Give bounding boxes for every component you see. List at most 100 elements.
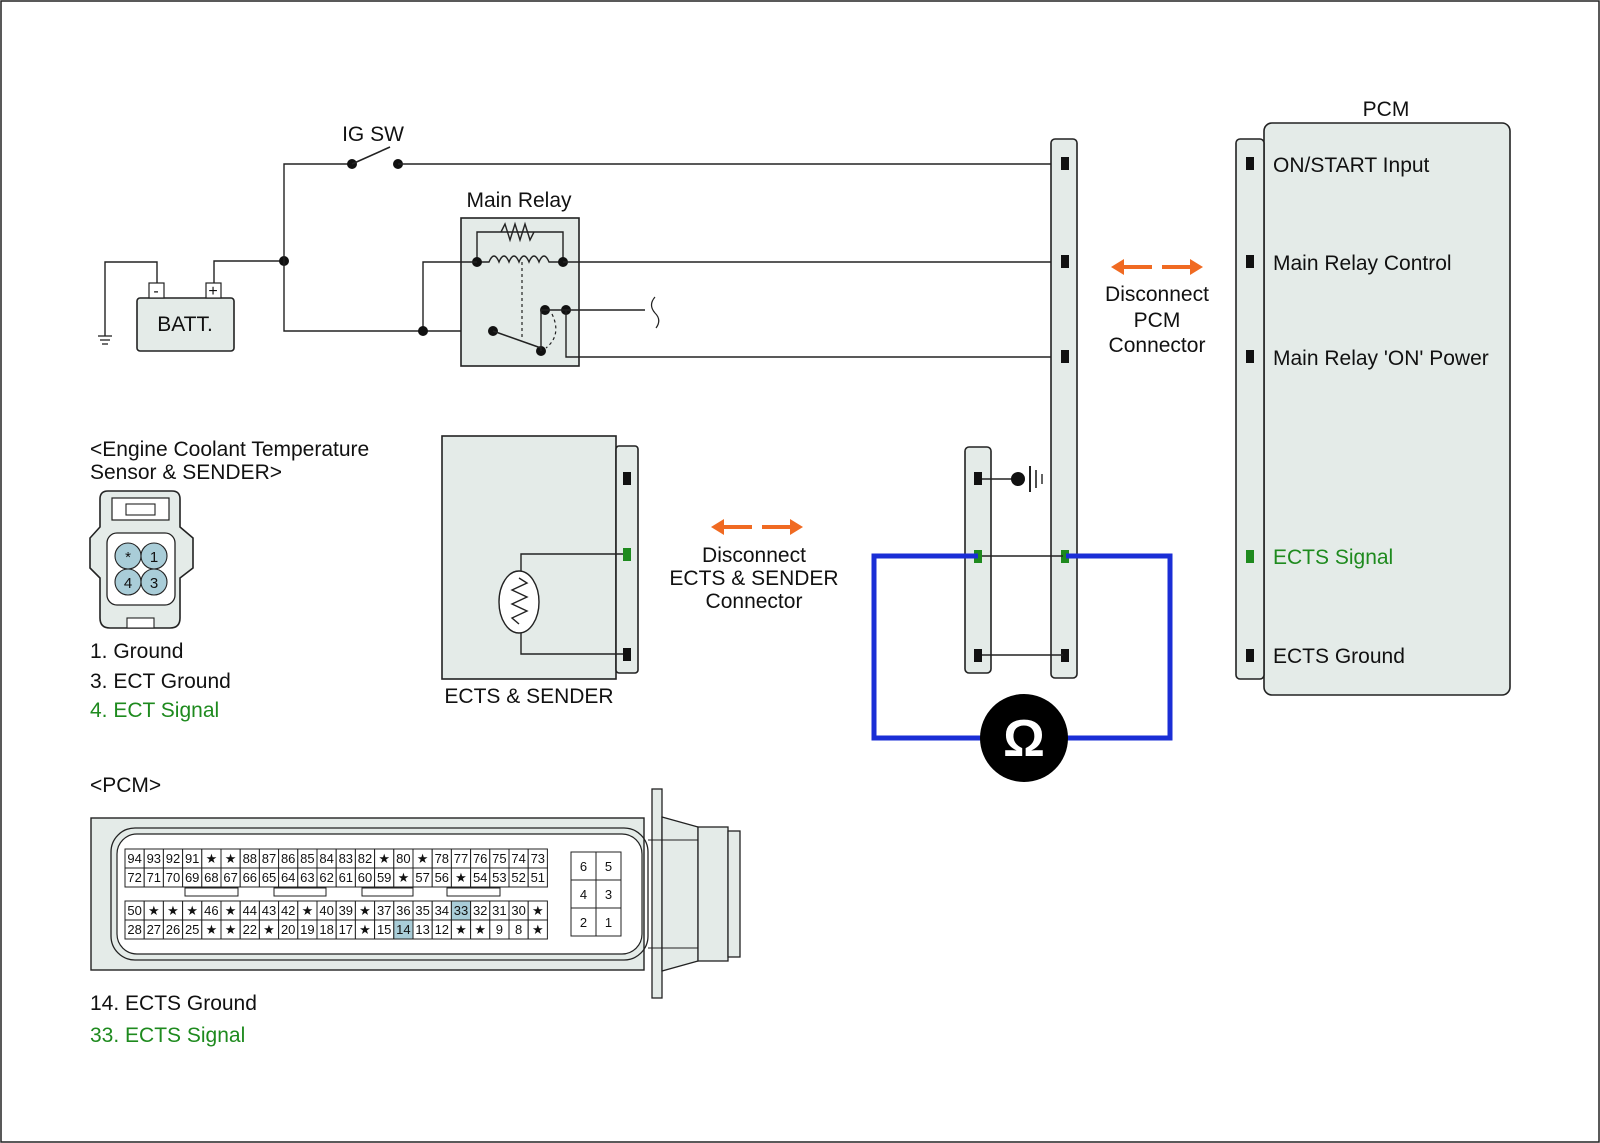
pcm-pin-number: 20 [281,922,295,937]
pcm-pin-number: 18 [319,922,333,937]
battery-ground-wire [104,261,158,336]
pcm-pin-number: 57 [415,870,429,885]
pcm-pin-ects-signal: ECTS Signal [1273,546,1393,569]
pcm-pin-number: 25 [185,922,199,937]
sensor-legend-ground: 1. Ground [90,640,183,663]
battery-plus-label: + [208,283,217,300]
sensor-connector-face [89,490,194,629]
pcm-pin-number: 77 [454,851,468,866]
pcm-pin-number: ★ [455,870,467,885]
thermistor-resistor [510,577,529,625]
sensor-pin-4: 4 [124,575,132,592]
pcm-pin-number: 15 [377,922,391,937]
main-relay-on-power-wire [565,310,1063,358]
ig-switch-label: IG SW [342,123,404,146]
pcm-box [1263,122,1511,696]
pcm-pin-number: 92 [166,851,180,866]
pcm-pin-number: 74 [511,851,525,866]
main-relay-internals [472,221,571,356]
pcm-pin-number: ★ [417,851,429,866]
pcm-pin-number: ★ [532,922,544,937]
pcm-pin-number: 63 [300,870,314,885]
pcm-pin-main-relay-on-power: Main Relay 'ON' Power [1273,347,1489,370]
pcm-pin-number: 34 [435,903,449,918]
battery-minus-label: - [153,283,158,300]
meter-lead-left [871,553,982,741]
pcm-pin-number: 26 [166,922,180,937]
ects-sender-box [441,435,617,680]
pcm-pin-number: ★ [148,903,160,918]
pcm-pin-number: 52 [511,870,525,885]
pcm-pin-number: 17 [339,922,353,937]
pcm-pin-number: 64 [281,870,295,885]
ig-feed-wire [283,163,351,261]
pcm-pin-number: 50 [127,903,141,918]
disconnect-pcm-line1: Disconnect [1105,283,1209,306]
pcm-pin-number: 35 [415,903,429,918]
pcm-connector-key [273,887,327,897]
pcm-pin-number: ★ [359,922,371,937]
pcm-pin-on-start: ON/START Input [1273,154,1430,177]
pcm-pin-number: 70 [166,870,180,885]
pcm-pin-number: 8 [515,922,522,937]
sensor-pin-3: 3 [150,575,158,592]
pcm-pin-number: 65 [262,870,276,885]
pcm-pin-number: 87 [262,851,276,866]
pcm-pin-number: 86 [281,851,295,866]
pcm-pin-number: 76 [473,851,487,866]
pcm-side-pin-cell [570,907,597,937]
pcm-pin-number: ★ [302,903,314,918]
pcm-pin-number: 31 [492,903,506,918]
pcm-pin-main-relay-control: Main Relay Control [1273,252,1452,275]
pcm-pin-number: 37 [377,903,391,918]
pcm-pin-number: ★ [225,922,237,937]
pcm-pin-number: 22 [243,922,257,937]
pcm-pin-number: 12 [435,922,449,937]
pcm-side-pin-cell [570,851,597,881]
pcm-pin-ects-ground: ECTS Ground [1273,645,1405,668]
battery-label: BATT. [157,313,213,336]
ground-symbol [98,335,112,345]
pcm-pin-number: 19 [300,922,314,937]
wire-break-symbol [650,296,660,329]
ects-sender-label: ECTS & SENDER [444,685,613,708]
pcm-side-pin-cell [595,879,622,909]
pcm-pin-number: 14 [396,922,410,937]
ects-thermistor-ground-wire [520,631,623,655]
disconnect-ects-line2: ECTS & SENDER [669,567,838,590]
thermistor-icon [498,570,540,634]
pcm-pin-number: 78 [435,851,449,866]
pcm-legend-ects-ground: 14. ECTS Ground [90,992,257,1015]
pcm-pin-number: ★ [378,851,390,866]
pcm-pin-number: 30 [511,903,525,918]
pcm-pin-number: 51 [531,870,545,885]
ects-thermistor-signal-wire [520,553,623,572]
pcm-pin-number: 28 [127,922,141,937]
sensor-legend-ect-signal: 4. ECT Signal [90,699,219,722]
ects-ground-point [1011,472,1025,486]
pcm-pin-number: 94 [127,851,141,866]
ects-sender-pins [623,472,631,661]
pcm-pin-number: 91 [185,851,199,866]
pcm-connector-title: <PCM> [90,774,161,797]
pcm-pin-number: 9 [496,922,503,937]
pcm-pin-number: 80 [396,851,410,866]
pcm-pin-cell [527,867,548,888]
pcm-pin-number: 42 [281,903,295,918]
pcm-pin-number: ★ [186,903,198,918]
pcm-pin-number: ★ [455,922,467,937]
pcm-pin-number: 68 [204,870,218,885]
battery-positive-wire [213,260,284,283]
junction-relay [418,326,428,336]
chassis-ground-symbol [1029,466,1043,492]
pcm-side-pin-number: 1 [605,915,612,930]
ohmmeter [980,694,1068,782]
ig-switch-lever [351,146,391,165]
pcm-side-pin-number: 6 [580,859,587,874]
meter-lead-right [1066,553,1173,741]
pcm-pin-number: ★ [225,903,237,918]
pcm-pin-number: 53 [492,870,506,885]
pcm-pin-number: 46 [204,903,218,918]
